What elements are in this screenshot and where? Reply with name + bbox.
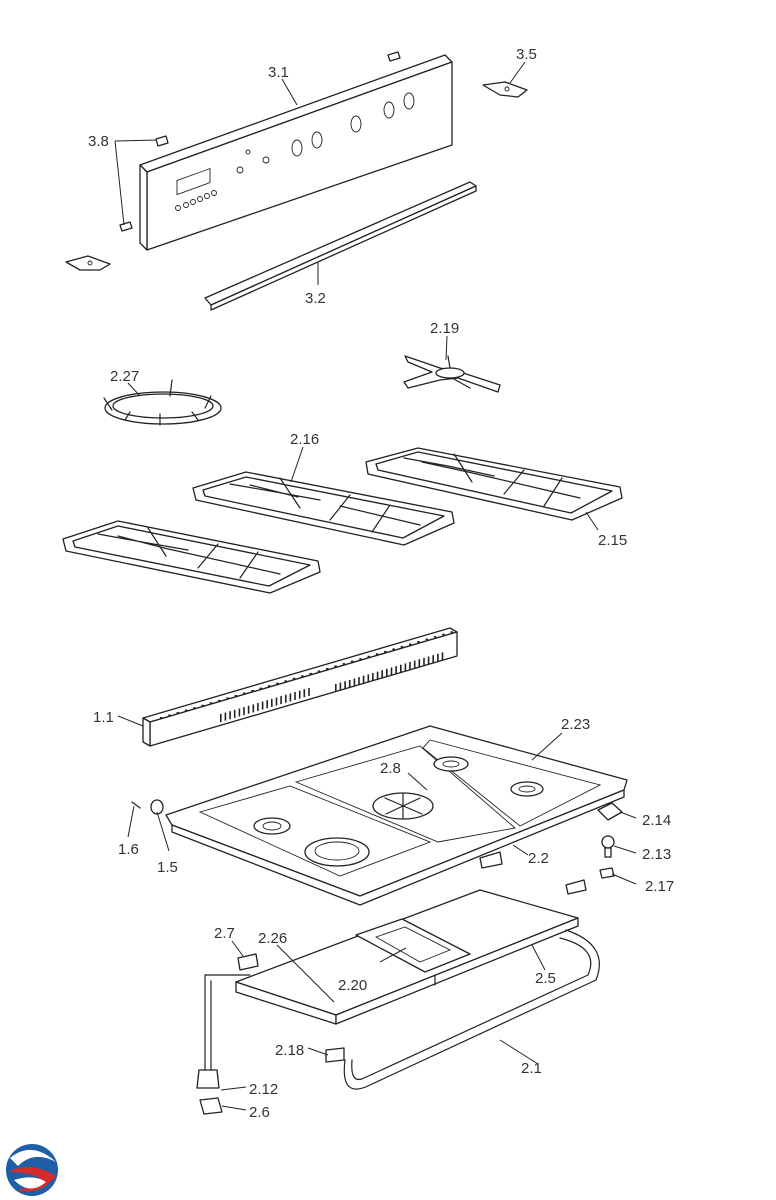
label-2-12: 2.12	[249, 1081, 278, 1098]
trivet-ring-2-27	[103, 379, 222, 426]
label-2-18: 2.18	[275, 1042, 304, 1059]
callout-labels: 3.1 3.5 3.8 3.2 2.19 2.27 2.16 2.15 1.1 …	[88, 46, 674, 1121]
grate-left	[62, 520, 321, 594]
cooktop-2-2	[165, 725, 628, 906]
grate-center-2-16	[192, 471, 455, 546]
label-2-7: 2.7	[214, 925, 235, 942]
leader-lines	[114, 61, 637, 1111]
backguard-1-1	[142, 627, 458, 747]
label-1-1: 1.1	[93, 709, 114, 726]
label-2-6: 2.6	[249, 1104, 270, 1121]
label-2-23: 2.23	[561, 716, 590, 733]
brand-swirl-logo-icon	[6, 1144, 58, 1196]
label-2-19: 2.19	[430, 320, 459, 337]
label-2-14: 2.14	[642, 812, 671, 829]
label-1-6: 1.6	[118, 841, 139, 858]
label-2-13: 2.13	[642, 846, 671, 863]
label-2-2: 2.2	[528, 850, 549, 867]
wok-support-2-19	[403, 355, 501, 393]
vent-slots	[160, 631, 453, 722]
burner-frame-2-5	[235, 889, 579, 1025]
label-2-27: 2.27	[110, 368, 139, 385]
label-2-5: 2.5	[535, 970, 556, 987]
label-3-1: 3.1	[268, 64, 289, 81]
label-3-8: 3.8	[88, 133, 109, 150]
label-2-26: 2.26	[258, 930, 287, 947]
gas-pipe-2-1	[196, 929, 600, 1115]
bracket-3-5	[482, 81, 528, 98]
label-3-5: 3.5	[516, 46, 537, 63]
grate-right-2-15	[365, 447, 623, 521]
bracket-3-8	[65, 135, 169, 271]
label-1-5: 1.5	[157, 859, 178, 876]
small-parts	[131, 799, 623, 1005]
label-2-15: 2.15	[598, 532, 627, 549]
control-panel-3-1	[139, 51, 453, 251]
label-2-8: 2.8	[380, 760, 401, 777]
label-2-16: 2.16	[290, 431, 319, 448]
label-2-1: 2.1	[521, 1060, 542, 1077]
label-3-2: 3.2	[305, 290, 326, 307]
label-2-17: 2.17	[645, 878, 674, 895]
trim-strip-3-2	[204, 181, 477, 311]
label-2-20: 2.20	[338, 977, 367, 994]
